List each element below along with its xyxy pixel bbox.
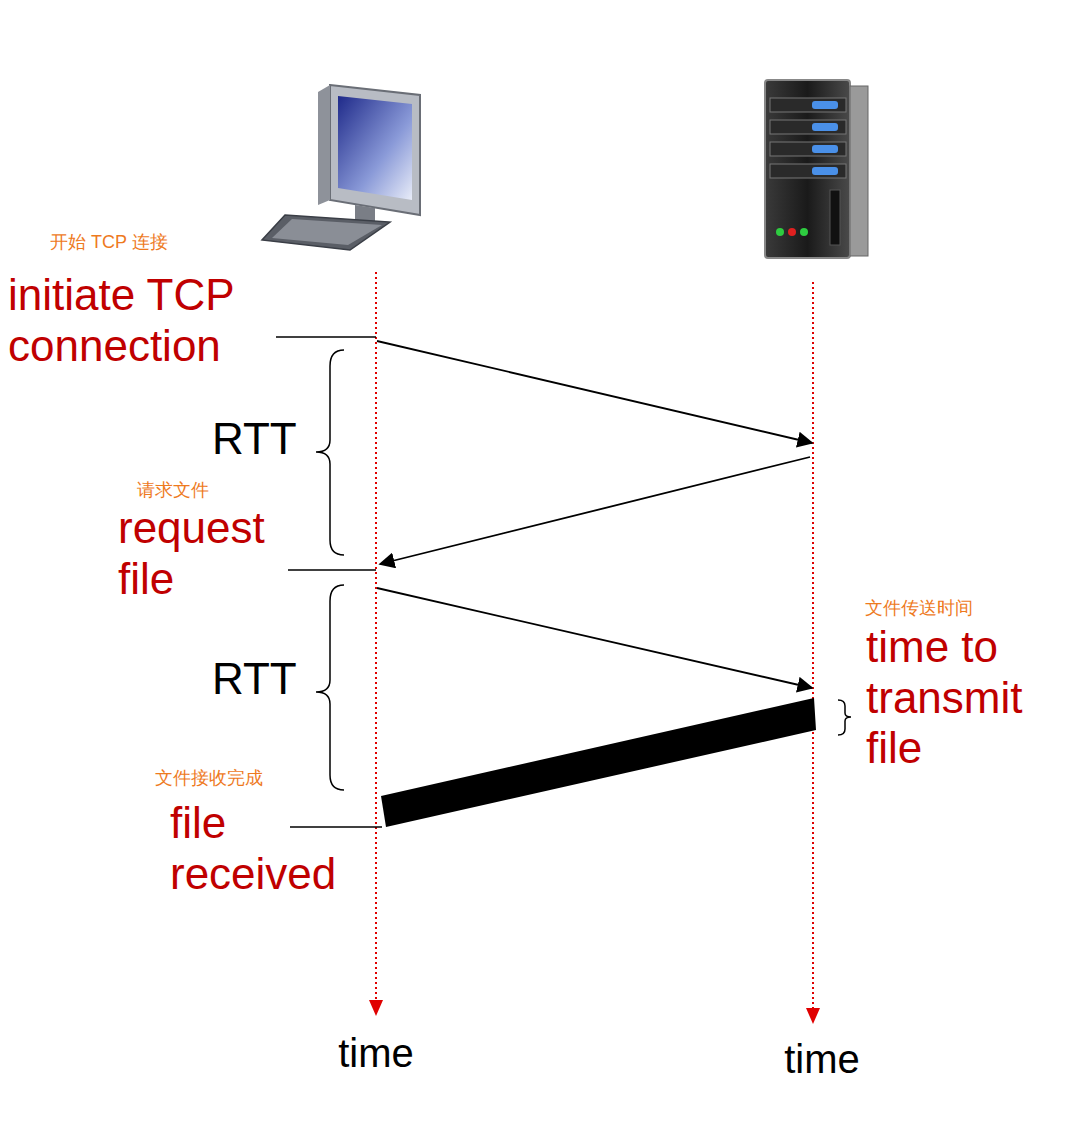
timeline [376,272,813,1010]
annotation-cn: 文件接收完成 [155,768,355,789]
axis-label: time [316,1030,436,1076]
annotation-cn: 请求文件 [137,480,287,501]
time-arrowhead [806,1008,820,1024]
time-arrowhead [369,1000,383,1016]
axis-label: time [762,1036,882,1082]
server-icon [765,80,868,258]
leader-line [276,337,382,827]
annotation-cn: 文件传送时间 [865,598,1065,619]
computer-icon [262,85,420,250]
rtt-label: RTT [212,414,322,465]
rtt-label: RTT [212,654,322,705]
annotation-cn: 开始 TCP 连接 [50,232,270,253]
message-arrow [377,341,812,688]
event-label: request file [118,503,293,604]
file-transfer-band [381,698,816,827]
event-label: initiate TCP connection [8,270,273,371]
event-label: time to transmit file [866,622,1071,774]
brace [316,350,851,790]
event-label: file received [170,798,370,899]
